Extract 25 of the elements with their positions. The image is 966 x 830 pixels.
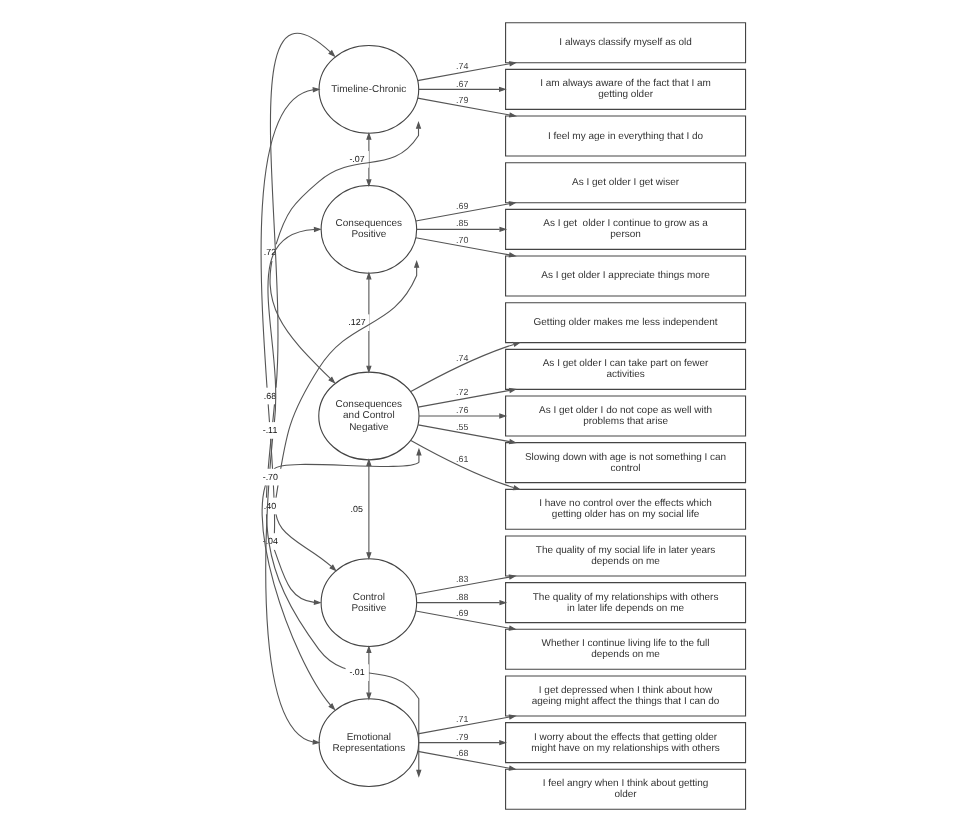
arrow xyxy=(417,749,517,770)
arrow xyxy=(417,713,517,734)
arrow xyxy=(418,412,508,418)
arrow xyxy=(418,85,507,92)
arrow xyxy=(410,340,521,392)
arrow xyxy=(417,386,517,407)
arrow xyxy=(416,598,508,605)
arrow xyxy=(417,96,518,117)
arrow xyxy=(415,236,517,257)
arrow xyxy=(417,60,518,81)
arrow xyxy=(265,225,322,744)
arrow xyxy=(269,120,422,383)
arrow xyxy=(416,225,508,232)
arrow xyxy=(274,258,420,571)
arrow xyxy=(366,130,372,187)
arrow xyxy=(415,200,517,221)
arrow xyxy=(265,32,422,777)
arrow xyxy=(366,457,372,560)
arrow xyxy=(418,738,508,745)
arrow xyxy=(415,573,517,594)
arrow xyxy=(366,270,372,373)
arrow xyxy=(417,423,517,444)
arrow xyxy=(366,644,372,700)
arrow xyxy=(410,438,521,490)
arrow xyxy=(415,609,517,630)
